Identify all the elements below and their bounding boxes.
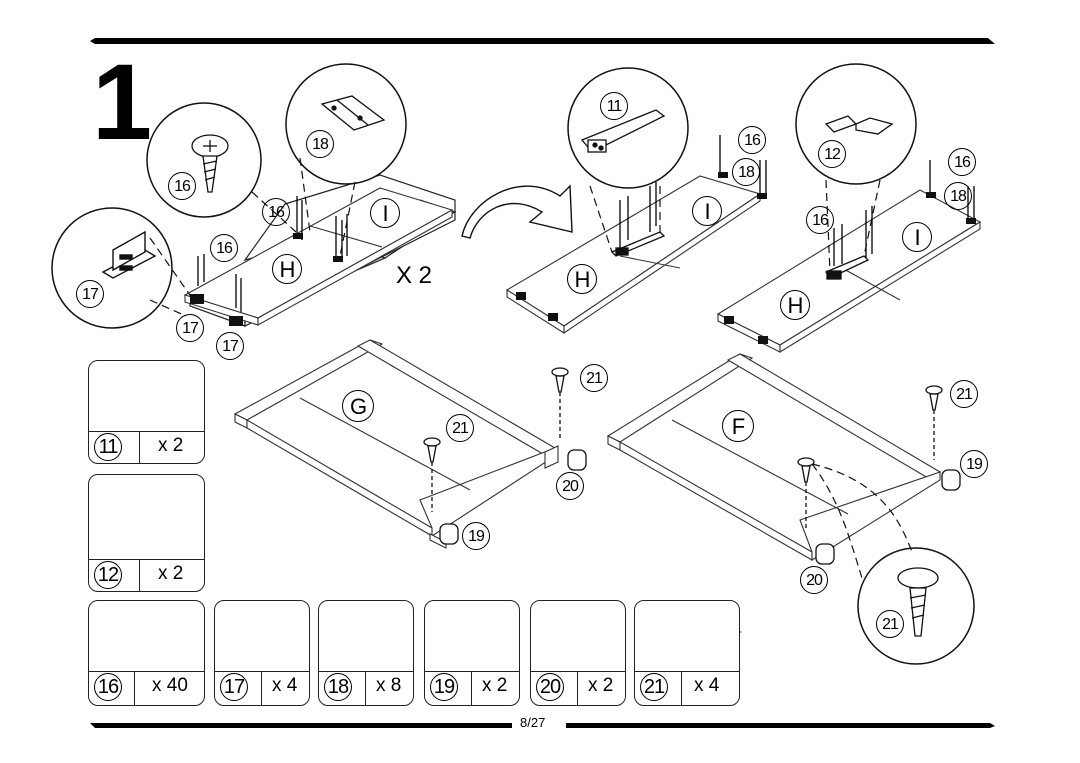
strap-11-zoom-icon [580,109,666,153]
panel-label-h-left: H [272,254,302,284]
bottom-rule-right [566,723,995,728]
hinge-marks-middle [516,172,767,321]
part-qty-18: x 8 [376,675,402,696]
frame-label-g: G [342,390,374,422]
screw-16-zoom-icon [191,134,229,193]
part-qty-19: x 2 [482,675,508,696]
callout-21-c: 21 [950,380,978,408]
callout-18-zoom: 18 [306,130,334,158]
part-qty-20: x 2 [588,675,614,696]
callout-16-zoom: 16 [168,172,196,200]
panel-label-h-right: H [780,290,810,320]
callout-21-a: 21 [580,364,608,392]
callout-11-zoom: 11 [600,92,628,120]
callout-16-e: 16 [806,206,834,234]
screw-group-middle [619,135,767,250]
top-rule [90,38,995,44]
hinge-marks-right [724,192,976,344]
caster-20-g [567,449,587,471]
callout-17-a: 17 [176,314,204,342]
bracket-17-icon [101,230,157,279]
part-number-20: 20 [536,673,564,701]
callout-19-b: 19 [960,450,988,478]
part-number-11: 11 [94,433,122,461]
callout-18-b: 18 [944,182,972,210]
z-bracket-12-installed [825,255,870,280]
screw-21-g [423,367,569,512]
part-number-12: 12 [94,561,122,589]
callout-20-b: 20 [800,566,828,594]
screw-group-right [833,160,975,266]
frame-g [233,339,559,549]
part-qty-11: x 2 [158,435,184,456]
callout-19-a: 19 [462,522,490,550]
panels-h-i-right [716,189,982,353]
part-number-19: 19 [430,673,458,701]
caster-19-f [941,469,961,491]
hinge-marks-left [190,233,343,326]
callout-21-b: 21 [446,414,474,442]
callout-21-zoom: 21 [876,610,904,638]
frame-label-f: F [722,410,754,442]
step-number: 1 [92,41,153,162]
panel-label-h-middle: H [567,264,597,294]
hinge-18-zoom-icon [320,95,386,131]
part-qty-17: x 4 [272,675,298,696]
z-bracket-12-zoom-icon [824,115,894,135]
part-qty-16: x 40 [152,675,188,696]
part-qty-12: x 2 [158,563,184,584]
strap-11-installed [610,231,666,257]
page-number: 8/27 [516,715,550,730]
frame-f [606,353,942,561]
callout-16-d: 16 [948,148,976,176]
callout-17-b: 17 [216,332,244,360]
screw-21-zoom-icon [897,567,939,637]
multiplier-label: X 2 [396,262,433,289]
bottom-rule-left [90,723,512,728]
callout-17-zoom: 17 [76,280,104,308]
part-number-21: 21 [640,673,668,701]
callout-16-c: 16 [738,126,766,154]
part-number-16: 16 [94,673,122,701]
panel-label-i-right: I [902,222,932,252]
screw-21-f [797,385,943,530]
caster-20-f [815,543,835,565]
panel-label-i-middle: I [692,196,722,226]
flip-arrow-icon [461,184,573,239]
callout-12-zoom: 12 [818,140,846,168]
callout-16-a: 16 [210,234,238,262]
part-number-18: 18 [324,673,352,701]
callout-20-a: 20 [556,472,584,500]
part-qty-21: x 4 [694,675,720,696]
panel-label-i-left: I [370,198,400,228]
caster-19-g [439,523,459,545]
callout-16-b: 16 [262,198,290,226]
part-number-17: 17 [220,673,248,701]
callout-18-a: 18 [732,158,760,186]
